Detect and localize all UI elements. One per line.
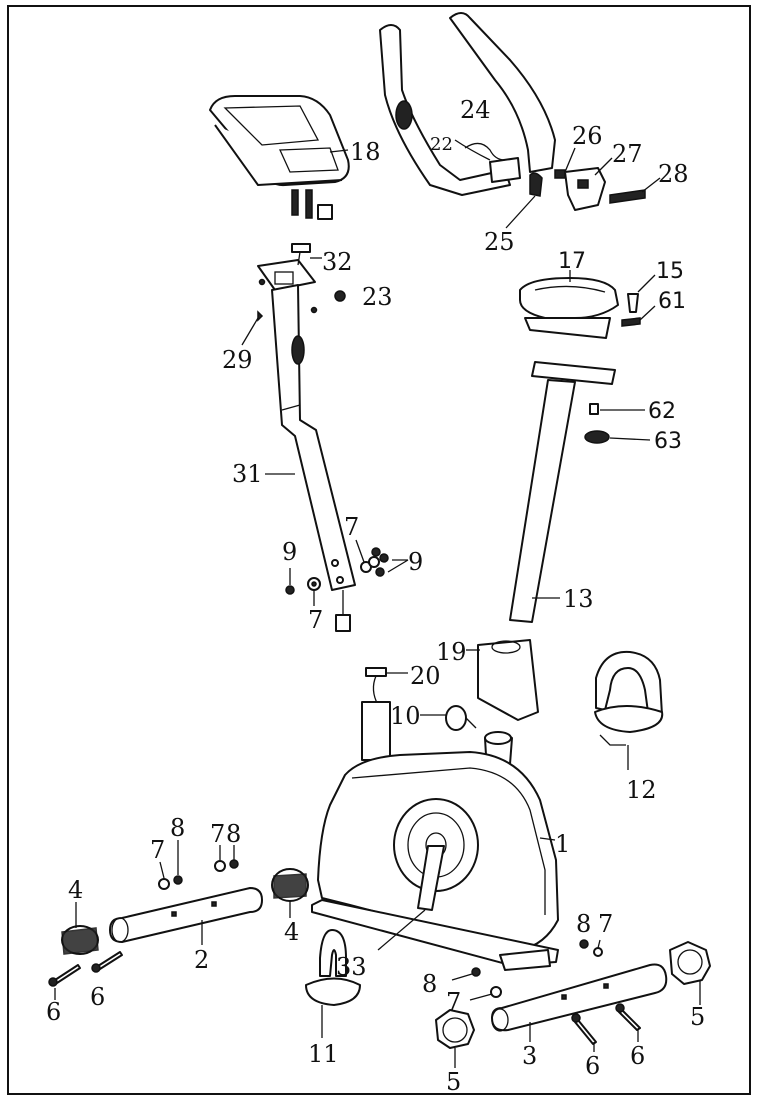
part-5-end-cap-right <box>669 941 711 985</box>
frame-border <box>7 5 751 1095</box>
part-33-leader <box>377 909 426 951</box>
label-28: 28 <box>658 160 689 188</box>
label-5-left: 5 <box>446 1068 461 1096</box>
label-4-right: 4 <box>284 918 299 946</box>
part-15-bolt <box>627 293 639 313</box>
part-1-main-frame <box>311 701 559 971</box>
part-24-handlebar <box>379 12 556 196</box>
label-6-right-b: 6 <box>630 1042 645 1070</box>
part-7-washer-front-b <box>214 860 226 872</box>
part-4-end-cap-right <box>271 868 309 902</box>
part-7-washer-front-a <box>158 878 170 890</box>
part-26-knob <box>554 169 566 179</box>
label-9-post-right: 9 <box>408 548 423 576</box>
part-7-washer-left <box>307 577 321 591</box>
part-10-tension-knob <box>445 705 477 731</box>
label-8-rear-a: 8 <box>422 970 437 998</box>
label-32: 32 <box>322 248 353 276</box>
part-27-clamp <box>564 167 606 211</box>
label-19: 19 <box>436 638 467 666</box>
part-4-end-cap-left <box>61 925 99 955</box>
part-11-pedal-left <box>305 929 361 1006</box>
label-7-rear-b: 7 <box>598 910 613 938</box>
label-7-post-lower: 7 <box>308 606 323 634</box>
label-15: 15 <box>656 259 684 284</box>
label-22: 22 <box>430 134 453 155</box>
label-11: 11 <box>308 1040 339 1068</box>
part-12-pedal-right <box>594 650 664 746</box>
part-18-console <box>209 95 350 220</box>
label-29: 29 <box>222 346 253 374</box>
part-8-nut-rear-b <box>579 939 589 949</box>
part-9-bolts-right <box>371 547 389 577</box>
part-9-bolt-left <box>285 585 295 595</box>
label-8-front-a: 8 <box>170 814 185 842</box>
part-7-washer-rear-b <box>593 947 603 957</box>
part-13-seat-post <box>509 361 616 623</box>
label-10: 10 <box>390 702 421 730</box>
label-24: 24 <box>460 96 491 124</box>
part-8-nut-rear-a <box>471 967 481 977</box>
label-63: 63 <box>654 429 682 454</box>
part-29-screws <box>257 278 318 322</box>
label-13: 13 <box>563 585 594 613</box>
part-61-washer <box>621 317 641 327</box>
part-2-front-stabilizer <box>109 887 263 943</box>
label-8-rear-b: 8 <box>576 910 591 938</box>
label-5-right: 5 <box>690 1003 705 1031</box>
part-22-wire <box>464 142 506 161</box>
label-6-left-b: 6 <box>90 983 105 1011</box>
label-8-front-b: 8 <box>226 820 241 848</box>
part-32-connector <box>291 243 311 266</box>
part-31-front-post <box>257 259 356 632</box>
label-7-front-a: 7 <box>150 836 165 864</box>
label-20: 20 <box>410 662 441 690</box>
label-6-right-a: 6 <box>585 1052 600 1080</box>
part-7-washer-right <box>360 556 380 573</box>
label-62: 62 <box>648 399 676 424</box>
part-labels: 18 24 22 26 27 28 25 32 23 29 31 17 15 6… <box>46 96 705 1096</box>
label-33: 33 <box>336 953 367 981</box>
label-17: 17 <box>558 249 586 274</box>
part-6-bolt-left-a <box>48 964 81 987</box>
part-19-cover <box>477 639 539 721</box>
label-9-post-left: 9 <box>282 538 297 566</box>
part-25-bracket <box>529 172 543 197</box>
label-23: 23 <box>362 283 393 311</box>
label-26: 26 <box>572 122 603 150</box>
part-8-nut-front-a <box>173 875 183 885</box>
label-31: 31 <box>232 460 263 488</box>
label-25: 25 <box>484 228 515 256</box>
part-63-knob <box>584 430 610 444</box>
label-3: 3 <box>522 1042 537 1070</box>
part-5-end-cap-left <box>435 1009 475 1049</box>
label-6-left-a: 6 <box>46 998 61 1026</box>
label-2: 2 <box>194 946 209 974</box>
label-7-front-b: 7 <box>210 820 225 848</box>
part-17-seat <box>519 277 619 339</box>
part-28-bolt <box>609 189 646 204</box>
part-23-bolt <box>334 290 346 302</box>
label-1: 1 <box>555 830 570 858</box>
label-27: 27 <box>612 140 643 168</box>
part-7-washer-rear-a <box>490 986 502 998</box>
label-18: 18 <box>350 138 381 166</box>
label-12: 12 <box>626 776 657 804</box>
part-8-nut-front-b <box>229 859 239 869</box>
label-7-post-upper: 7 <box>344 513 359 541</box>
part-6-bolt-right-a <box>571 1013 597 1045</box>
part-62-insert <box>589 403 599 415</box>
label-61: 61 <box>658 289 686 314</box>
part-3-rear-stabilizer <box>491 963 668 1032</box>
part-6-bolt-left-b <box>91 951 123 973</box>
label-4-left: 4 <box>68 876 83 904</box>
part-20-cable <box>365 667 387 706</box>
label-7-rear-a: 7 <box>446 988 461 1016</box>
part-6-bolt-right-b <box>615 1003 641 1031</box>
